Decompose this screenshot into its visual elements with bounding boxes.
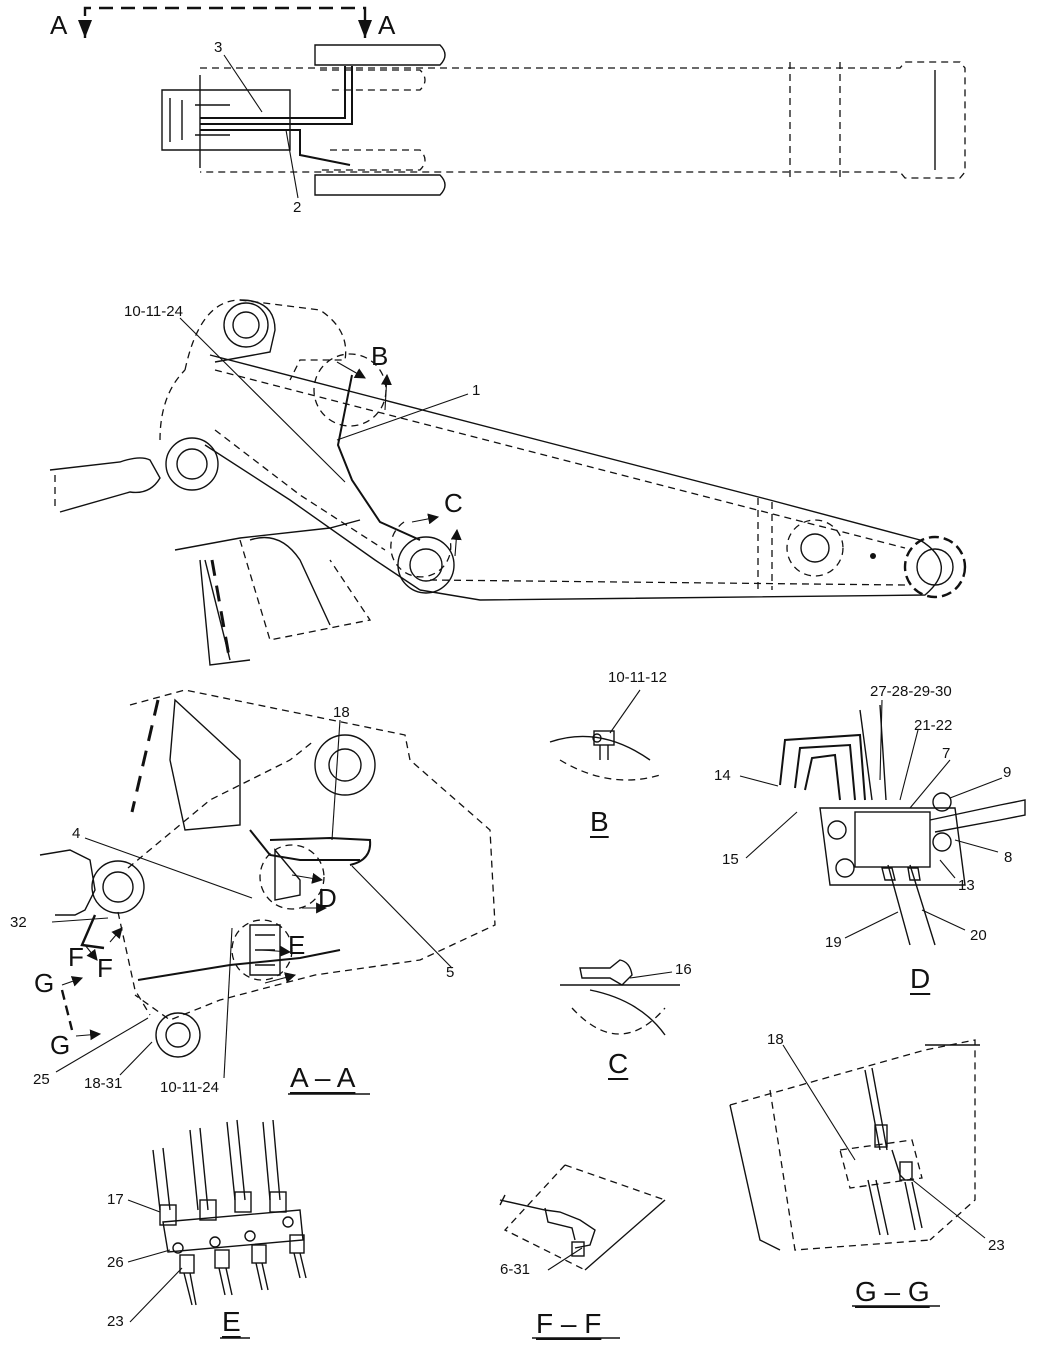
callout-5: 5: [446, 964, 455, 981]
callout-18-gg: 18: [767, 1031, 784, 1048]
section-marker-f-2: F: [97, 953, 113, 983]
callout-23-e: 23: [107, 1313, 124, 1330]
detail-marker-d: D: [318, 883, 337, 913]
section-marker-f-1: F: [68, 942, 84, 972]
callout-7: 7: [942, 745, 951, 762]
section-gg-view: [729, 1039, 986, 1307]
detail-marker-c: C: [444, 488, 463, 518]
caption-section-aa: A – A: [290, 1062, 356, 1093]
section-aa-view: [39, 689, 496, 1095]
callout-14: 14: [714, 767, 731, 784]
callout-10-11-24-aa: 10-11-24: [160, 1079, 219, 1096]
detail-c-view: [560, 959, 680, 1036]
caption-detail-b: B: [590, 806, 609, 837]
caption-section-ff: F – F: [536, 1308, 602, 1339]
callout-20: 20: [970, 927, 987, 944]
callout-9: 9: [1003, 764, 1012, 781]
top-plan-view: [78, 6, 966, 199]
callout-13: 13: [958, 877, 975, 894]
callout-2: 2: [293, 199, 302, 216]
callout-17: 17: [107, 1191, 124, 1208]
section-ff-view: [499, 1164, 666, 1339]
callout-3: 3: [214, 39, 223, 56]
callout-1: 1: [472, 382, 481, 399]
caption-detail-e: E: [222, 1306, 241, 1337]
callout-10-11-12: 10-11-12: [608, 669, 667, 686]
callout-6-31: 6-31: [500, 1261, 531, 1278]
callout-27-28-29-30: 27-28-29-30: [870, 683, 952, 700]
section-marker-g-2: G: [50, 1030, 71, 1060]
detail-e-view: [127, 1119, 307, 1339]
callout-10-11-24-arm: 10-11-24: [124, 303, 183, 320]
section-marker-a-right: A: [378, 10, 396, 40]
callout-8: 8: [1004, 849, 1013, 866]
caption-section-gg: G – G: [855, 1276, 930, 1307]
detail-marker-b: B: [371, 341, 389, 371]
callout-15: 15: [722, 851, 739, 868]
detail-d-view: [739, 699, 1026, 946]
section-marker-g-1: G: [34, 968, 55, 998]
caption-detail-c: C: [608, 1048, 629, 1079]
callout-18-31: 18-31: [84, 1075, 123, 1092]
callout-16: 16: [675, 961, 692, 978]
callout-4: 4: [72, 825, 81, 842]
callout-32: 32: [10, 914, 27, 931]
detail-b-view: [549, 689, 661, 781]
detail-marker-e: E: [288, 930, 306, 960]
callout-18-aa: 18: [333, 704, 350, 721]
callout-26: 26: [107, 1254, 124, 1271]
callout-21-22: 21-22: [914, 717, 953, 734]
callout-19: 19: [825, 934, 842, 951]
callout-25: 25: [33, 1071, 50, 1088]
arm-side-view: [49, 299, 967, 666]
section-marker-a-left: A: [50, 10, 68, 40]
callout-23-gg: 23: [988, 1237, 1005, 1254]
caption-detail-d: D: [910, 963, 931, 994]
